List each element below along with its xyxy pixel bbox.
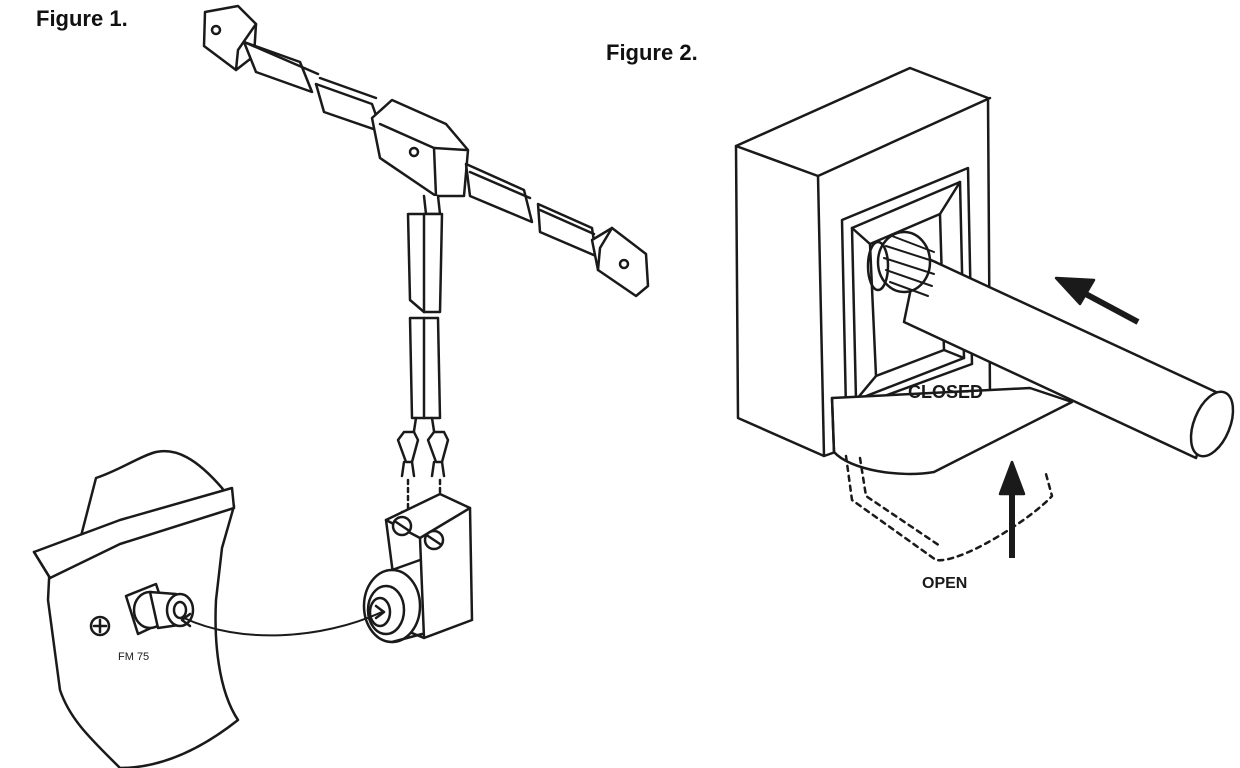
balun-adapter [362, 492, 474, 644]
closed-label: CLOSED [908, 382, 983, 402]
open-label: OPEN [922, 575, 967, 592]
figure-2-title: Figure 2. [606, 40, 698, 65]
spring-terminal: CLOSED OPEN [734, 66, 1235, 592]
figure-1-title: Figure 1. [36, 6, 128, 31]
t-antenna [202, 4, 650, 526]
receiver-panel: FM 75 [32, 449, 386, 768]
fm-jack-label: FM 75 [118, 651, 149, 663]
